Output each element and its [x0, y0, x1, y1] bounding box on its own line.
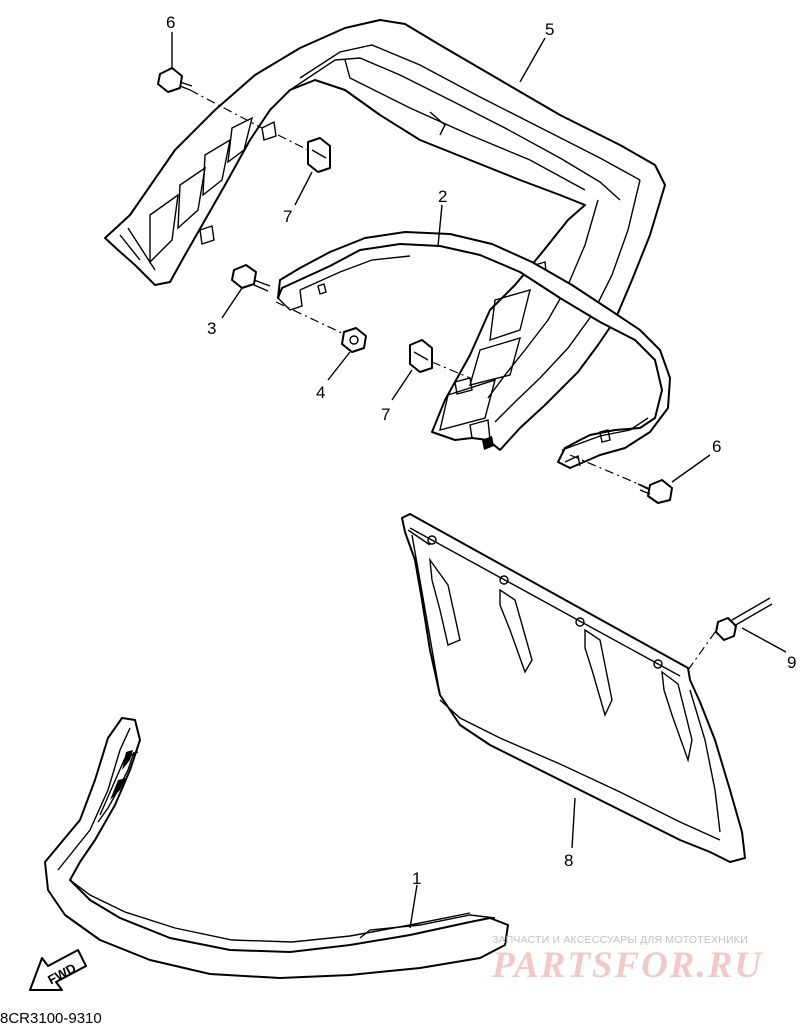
- assembly-line: [275, 301, 345, 335]
- assembly-line: [277, 134, 309, 151]
- part-7-clip-lower: [409, 339, 433, 373]
- assembly-line: [431, 361, 471, 379]
- callout-3: 3: [207, 319, 216, 338]
- callout-6-upper: 6: [166, 13, 175, 32]
- callout-1: 1: [412, 869, 421, 888]
- part-7-clip-upper: [307, 137, 331, 173]
- callout-4: 4: [316, 383, 325, 402]
- part-6-bolt-upper: [157, 67, 193, 93]
- assembly-line: [569, 454, 649, 489]
- part-9-rivet: [715, 597, 773, 641]
- callout-9: 9: [787, 653, 796, 672]
- callout-2: 2: [438, 187, 447, 206]
- callout-7-lower: 7: [381, 405, 390, 424]
- watermark-tagline: ЗАПЧАСТИ И АКСЕССУАРЫ ДЛЯ МОТОТЕХНИКИ: [492, 934, 748, 946]
- assembly-line: [687, 627, 719, 671]
- callout-6-lower: 6: [712, 437, 721, 456]
- part-5-rear-carrier: [104, 19, 666, 451]
- diagram-code: 8CR3100-9310: [0, 1010, 102, 1027]
- callout-7-upper: 7: [283, 207, 292, 226]
- watermark-logo: PARTSFOR.RU: [492, 945, 764, 986]
- part-1-front-guard: [44, 717, 509, 979]
- leader-lines: [171, 32, 787, 929]
- part-4-nut: [341, 327, 367, 353]
- part-3-bolt: [231, 264, 271, 292]
- callout-8: 8: [564, 851, 573, 870]
- part-8-mud-flap: [401, 513, 746, 863]
- part-6-bolt-lower: [637, 479, 673, 504]
- part-2-rear-stay: [277, 231, 671, 469]
- fwd-arrow-icon: FWD: [29, 949, 87, 991]
- assembly-line: [189, 89, 263, 129]
- callout-5: 5: [545, 20, 554, 39]
